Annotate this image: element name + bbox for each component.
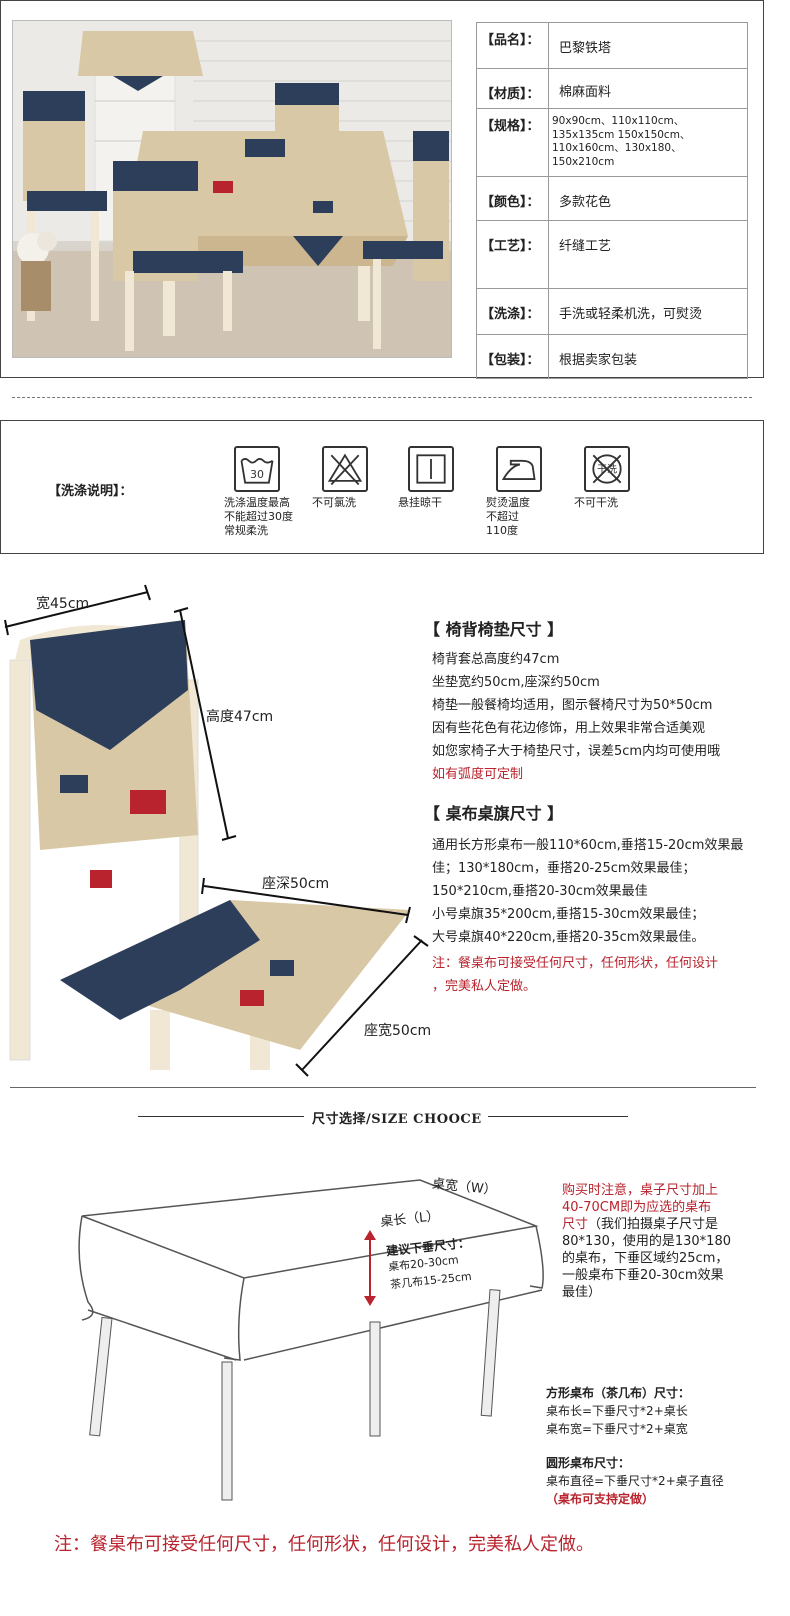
bottom-note: 注：餐桌布可接受任何尺寸，任何形状，任何设计，完美私人定做。 xyxy=(54,1534,594,1555)
spec-key: 【材质】： xyxy=(476,68,549,109)
note-line: 最佳） xyxy=(562,1285,602,1300)
iron-icon xyxy=(496,446,542,492)
formula-line: 桌布宽=下垂尺寸*2+桌宽 xyxy=(546,1422,688,1436)
spec-key: 【颜色】： xyxy=(476,175,549,221)
round-title: 圆形桌布尺寸： xyxy=(546,1456,631,1470)
custom-note: （桌布可支持定做） xyxy=(546,1492,655,1506)
spec-value: 90x90cm、110x110cm、135x135cm 150x150cm、11… xyxy=(548,108,748,177)
note-red-line: 尺寸 xyxy=(562,1217,589,1232)
note-inline: （我们拍摄桌子尺寸是 xyxy=(588,1217,719,1232)
table-diagram xyxy=(78,1179,544,1501)
spec-key: 【洗涤】： xyxy=(476,287,549,335)
note-line: 一般桌布下垂20-30cm效果 xyxy=(562,1268,724,1283)
spec-key: 【工艺】： xyxy=(476,219,549,289)
spec-table: 【品名】：巴黎铁塔 【材质】：棉麻面料 【规格】：90x90cm、110x110… xyxy=(476,22,748,379)
spec-value: 棉麻面料 xyxy=(548,68,748,109)
svg-text:30: 30 xyxy=(250,468,264,481)
round-cloth-formula: 圆形桌布尺寸： 桌布直径=下垂尺寸*2+桌子直径 （桌布可支持定做） xyxy=(546,1454,724,1508)
desc-red-line: ，完美私人定做。 xyxy=(432,979,537,994)
chair-width-label: 宽45cm xyxy=(36,596,90,612)
wash-item-text: 熨烫温度 不超过 110度 xyxy=(486,496,530,537)
note-line: 的桌布，下垂区域约25cm， xyxy=(562,1251,729,1266)
wash-item: 30 洗涤温度最高 不能超过30度 常规柔洗 xyxy=(224,446,314,538)
square-cloth-formula: 方形桌布（茶几布）尺寸： 桌布长=下垂尺寸*2+桌长 桌布宽=下垂尺寸*2+桌宽 xyxy=(546,1384,690,1438)
chair-diagram xyxy=(4,584,429,1077)
wash-item: 熨烫温度 不超过 110度 xyxy=(486,446,576,538)
wash-item: 悬挂晾干 xyxy=(398,446,488,510)
desc-red-line: 如有弧度可定制 xyxy=(432,767,524,782)
tablecloth-size-desc: 通用长方形桌布一般110*60cm,垂搭15-20cm效果最 佳；130*180… xyxy=(432,834,743,998)
desc-line: 椅背套总高度约47cm xyxy=(432,652,560,667)
wash-item-text: 悬挂晾干 xyxy=(398,496,442,509)
no-bleach-icon xyxy=(322,446,368,492)
title-rule-left xyxy=(138,1116,304,1117)
desc-line: 佳；130*180cm，垂搭20-25cm效果最佳； xyxy=(432,861,696,876)
note-red-line: 40-70CM即为应选的桌布 xyxy=(562,1200,712,1215)
purchase-note: 购买时注意，桌子尺寸加上 40-70CM即为应选的桌布 尺寸（我们拍摄桌子尺寸是… xyxy=(562,1182,762,1301)
washing-title: 【洗涤说明】： xyxy=(48,484,133,499)
spec-key: 【包装】： xyxy=(476,333,549,379)
dashed-divider xyxy=(12,397,752,398)
desc-line: 小号桌旗35*200cm,垂搭15-30cm效果最佳； xyxy=(432,907,705,922)
divider xyxy=(10,1087,756,1088)
seat-depth-label: 座深50cm xyxy=(262,876,330,892)
wash-item: 干洗 不可干洗 xyxy=(574,446,664,510)
spec-value: 根据卖家包装 xyxy=(548,333,748,379)
size-choose-title: 尺寸选择/SIZE CHOOCE xyxy=(312,1112,482,1127)
product-info-frame xyxy=(0,0,764,378)
spec-value: 纤缝工艺 xyxy=(548,219,748,289)
wash-30-icon: 30 xyxy=(234,446,280,492)
spec-value: 手洗或轻柔机洗，可熨烫 xyxy=(548,287,748,335)
desc-line: 150*210cm,垂搭20-30cm效果最佳 xyxy=(432,884,648,899)
wash-item-text: 不可干洗 xyxy=(574,496,618,509)
desc-line: 如您家椅子大于椅垫尺寸，误差5cm内均可使用哦 xyxy=(432,744,721,759)
wash-item-text: 洗涤温度最高 不能超过30度 常规柔洗 xyxy=(224,496,293,537)
desc-red-line: 注：餐桌布可接受任何尺寸，任何形状，任何设计 xyxy=(432,956,719,971)
chair-size-desc: 椅背套总高度约47cm 坐垫宽约50cm,座深约50cm 椅垫一般餐椅均适用，图… xyxy=(432,648,720,786)
hang-dry-icon xyxy=(408,446,454,492)
wash-item-text: 不可氯洗 xyxy=(312,496,356,509)
title-rule-right xyxy=(488,1116,628,1117)
washing-frame xyxy=(0,420,764,554)
spec-key: 【品名】： xyxy=(476,22,549,69)
spec-value: 多款花色 xyxy=(548,175,748,221)
spec-key: 【规格】： xyxy=(476,108,549,177)
desc-line: 椅垫一般餐椅均适用，图示餐椅尺寸为50*50cm xyxy=(432,698,713,713)
desc-line: 因有些花色有花边修饰，用上效果非常合适美观 xyxy=(432,721,706,736)
no-dry-clean-icon: 干洗 xyxy=(584,446,630,492)
formula-line: 桌布直径=下垂尺寸*2+桌子直径 xyxy=(546,1474,724,1488)
spec-value: 巴黎铁塔 xyxy=(548,22,748,69)
formula-line: 桌布长=下垂尺寸*2+桌长 xyxy=(546,1404,688,1418)
desc-line: 通用长方形桌布一般110*60cm,垂搭15-20cm效果最 xyxy=(432,838,744,853)
note-line: 80*130，使用的是130*180 xyxy=(562,1234,731,1249)
desc-line: 大号桌旗40*220cm,垂搭20-35cm效果最佳。 xyxy=(432,930,705,945)
svg-text:干洗: 干洗 xyxy=(597,464,617,476)
chair-size-title: 【 椅背椅垫尺寸 】 xyxy=(424,620,564,639)
chair-height-label: 高度47cm xyxy=(206,709,274,725)
tablecloth-size-title: 【 桌布桌旗尺寸 】 xyxy=(424,804,564,823)
wash-item: 不可氯洗 xyxy=(312,446,402,510)
desc-line: 坐垫宽约50cm,座深约50cm xyxy=(432,675,600,690)
square-title: 方形桌布（茶几布）尺寸： xyxy=(546,1386,691,1400)
dining-set-illustration xyxy=(13,21,451,357)
note-red-line: 购买时注意，桌子尺寸加上 xyxy=(562,1183,719,1198)
product-photo xyxy=(12,20,452,358)
seat-width-label: 座宽50cm xyxy=(364,1023,432,1039)
